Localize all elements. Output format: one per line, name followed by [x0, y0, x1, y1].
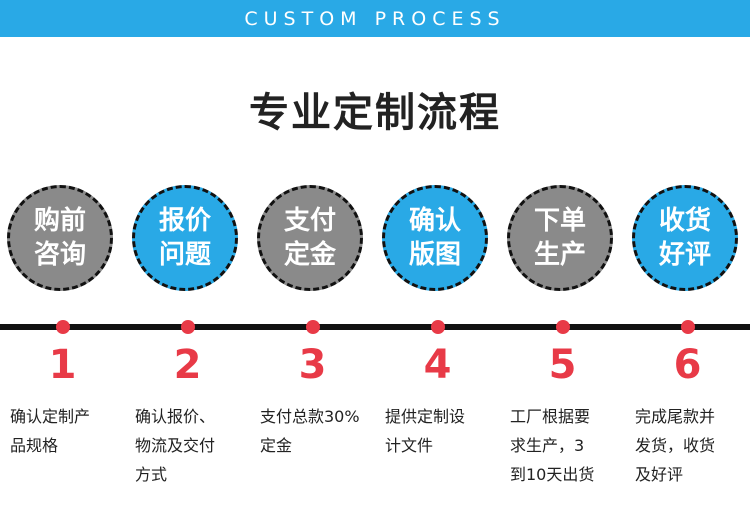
- step-1: 购前 咨询 1 确认定制产 品规格: [0, 0, 125, 522]
- step-number: 4: [423, 342, 452, 388]
- step-circle: 收货 好评: [632, 185, 738, 291]
- step-circle: 支付 定金: [257, 185, 363, 291]
- step-circle-label: 收货 好评: [658, 206, 711, 270]
- step-2: 报价 问题 2 确认报价、 物流及交付 方式: [125, 0, 250, 522]
- step-circle: 报价 问题: [132, 185, 238, 291]
- page-title: 专业定制流程: [249, 90, 501, 136]
- step-circle: 确认 版图: [382, 185, 488, 291]
- step-circle-label: 支付 定金: [283, 206, 336, 270]
- step-description: 确认定制产 品规格: [10, 407, 91, 455]
- timeline-dot: [431, 320, 445, 334]
- step-number: 3: [298, 342, 327, 388]
- step-4: 确认 版图 4 提供定制设 计文件: [375, 0, 500, 522]
- step-description: 完成尾款并 发货，收货 及好评: [635, 407, 716, 484]
- step-number: 1: [48, 342, 77, 388]
- timeline-dot: [681, 320, 695, 334]
- header-banner: CUSTOM PROCESS: [0, 0, 750, 37]
- step-circle-label: 报价 问题: [158, 206, 211, 270]
- step-circle-label: 购前 咨询: [33, 206, 86, 270]
- timeline-line: [0, 324, 750, 330]
- step-5: 下单 生产 5 工厂根据要 求生产，3 到10天出货: [500, 0, 625, 522]
- step-description: 确认报价、 物流及交付 方式: [135, 407, 216, 484]
- timeline-dot: [556, 320, 570, 334]
- timeline-dot: [306, 320, 320, 334]
- step-6: 收货 好评 6 完成尾款并 发货，收货 及好评: [625, 0, 750, 522]
- timeline-dot: [56, 320, 70, 334]
- timeline-dot: [181, 320, 195, 334]
- step-circle-label: 确认 版图: [408, 206, 461, 270]
- step-circle: 购前 咨询: [7, 185, 113, 291]
- step-3: 支付 定金 3 支付总款30% 定金: [250, 0, 375, 522]
- step-circle-label: 下单 生产: [533, 206, 586, 270]
- step-number: 2: [173, 342, 202, 388]
- banner-title: CUSTOM PROCESS: [244, 7, 506, 30]
- step-description: 工厂根据要 求生产，3 到10天出货: [510, 407, 595, 484]
- step-number: 6: [673, 342, 702, 388]
- step-description: 提供定制设 计文件: [385, 407, 466, 455]
- step-description: 支付总款30% 定金: [260, 407, 360, 455]
- step-number: 5: [548, 342, 577, 388]
- step-circle: 下单 生产: [507, 185, 613, 291]
